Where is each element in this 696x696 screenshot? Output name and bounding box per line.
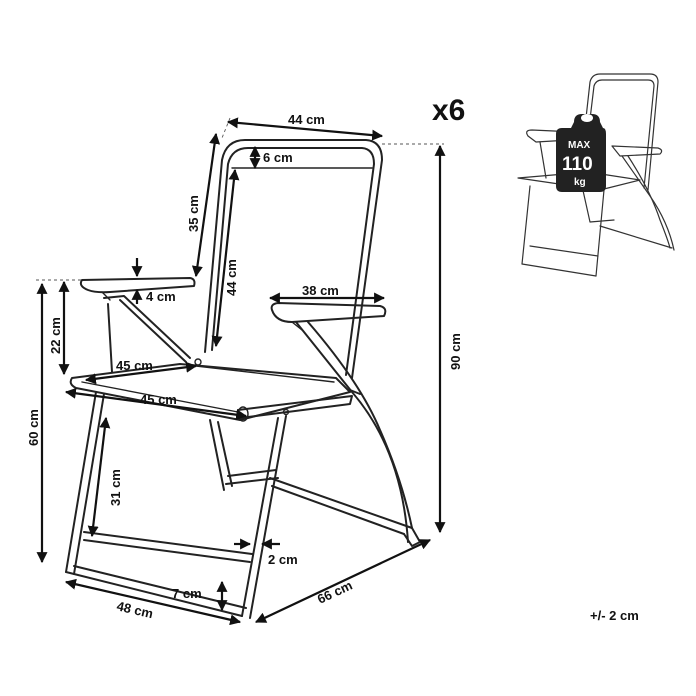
tolerance-note: +/- 2 cm (590, 608, 639, 623)
label-back-panel-height: 44 cm (224, 259, 239, 296)
quantity-label: x6 (432, 94, 465, 127)
max-load-line3: kg (574, 177, 586, 188)
label-total-height: 90 cm (448, 333, 463, 370)
label-back-width: 44 cm (288, 112, 325, 127)
label-back-top-band: 6 cm (263, 150, 293, 165)
max-load-line1: MAX (568, 140, 591, 151)
label-armrest-length: 38 cm (302, 283, 339, 298)
label-seat-width: 45 cm (140, 392, 177, 407)
label-seat-depth: 45 cm (116, 358, 153, 373)
label-leg-height: 31 cm (108, 469, 123, 506)
chair-drawing (65, 139, 421, 619)
label-armrest-thickness: 4 cm (146, 289, 176, 304)
max-load-line2: 110 (562, 154, 593, 175)
label-base-depth: 66 cm (315, 578, 355, 607)
label-bottom-bar-height: 7 cm (172, 586, 202, 601)
label-armrest-height: 22 cm (48, 317, 63, 354)
label-tube-diameter: 2 cm (268, 552, 298, 567)
dimension-arrows (36, 117, 446, 626)
label-back-upper-height: 35 cm (186, 195, 201, 232)
max-load-weight-icon: MAX 110 kg (556, 114, 606, 192)
label-seat-height: 60 cm (26, 409, 41, 446)
